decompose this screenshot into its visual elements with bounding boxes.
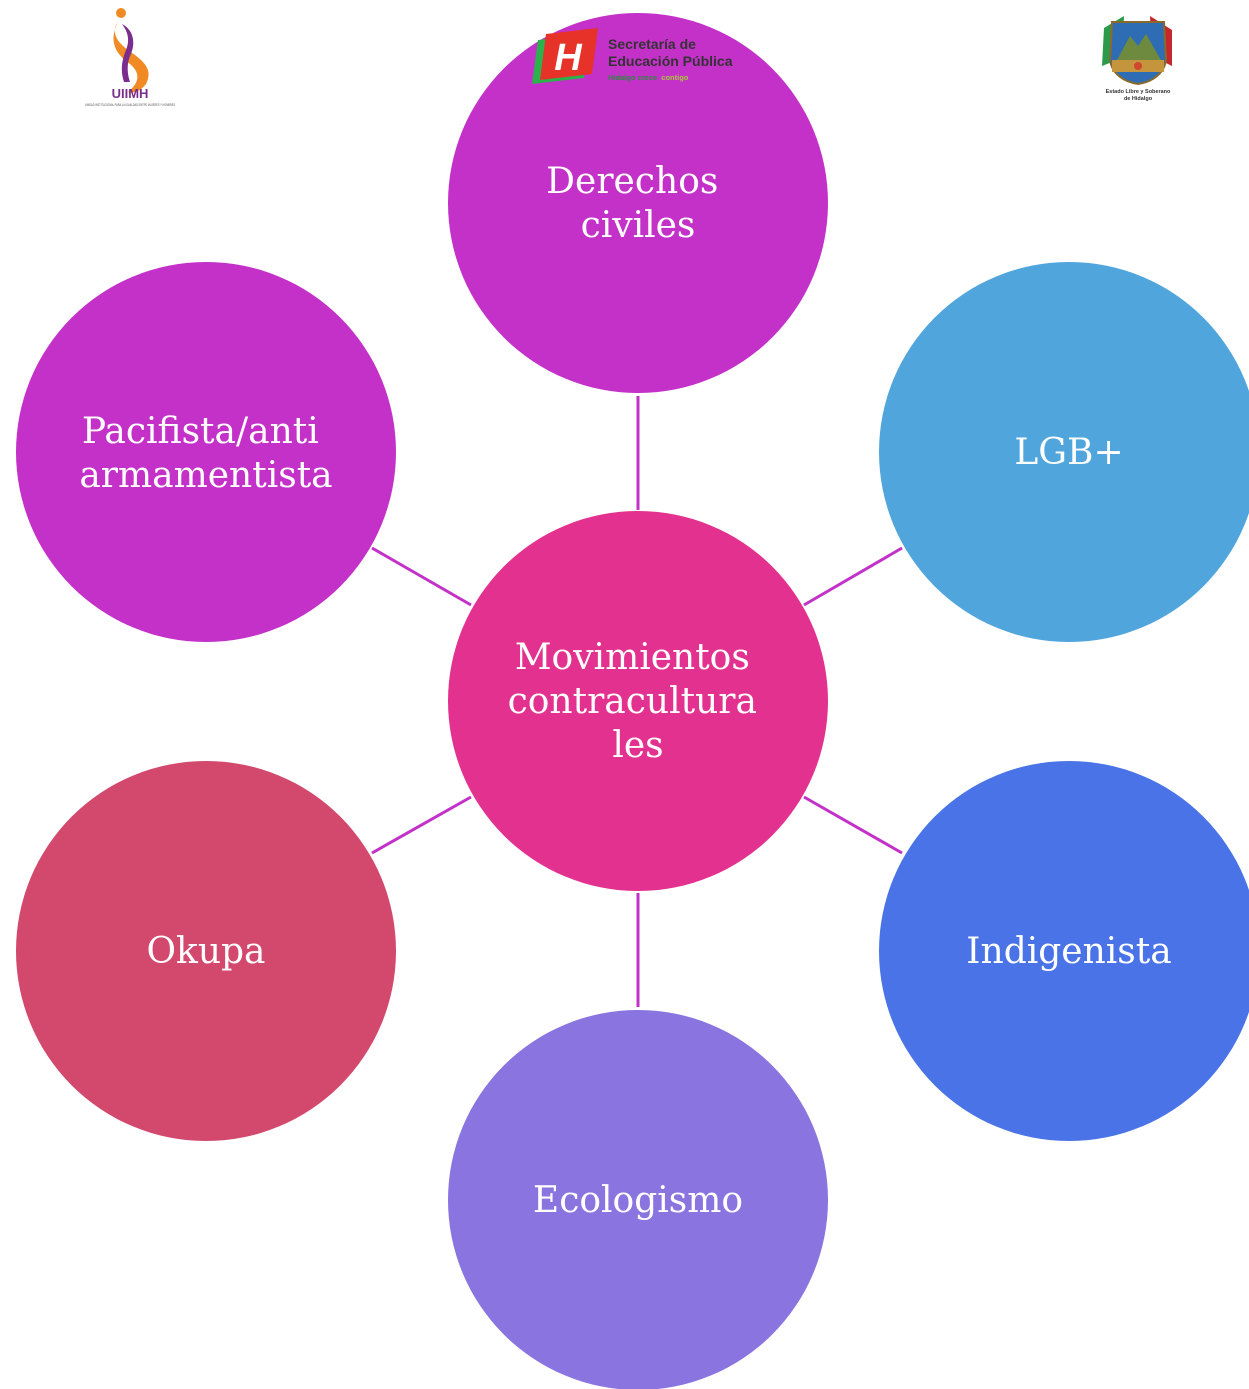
- center-label: Movimientos contracultura les: [508, 637, 769, 766]
- connector-lines: [371, 396, 903, 1007]
- node-circle: [16, 761, 396, 1141]
- coat-label-line1: Estado Libre y Soberano: [1106, 89, 1171, 95]
- logo-figure-purple: [121, 24, 134, 82]
- logo-tagline: UNIDAD INSTITUCIONAL PARA LA IGUALDAD EN…: [85, 103, 175, 107]
- node-okupa: Okupa: [16, 761, 396, 1141]
- logo-line1: Secretaría de: [608, 36, 696, 52]
- node-indigenista: Indigenista: [879, 761, 1249, 1141]
- hidalgo-coat-of-arms: Estado Libre y Soberano de Hidalgo: [1102, 16, 1172, 102]
- node-ecologismo: Ecologismo: [448, 1010, 828, 1389]
- node-label: Okupa: [146, 931, 265, 972]
- coat-emblem: [1134, 62, 1142, 70]
- node-label: LGB+: [1014, 432, 1123, 473]
- center-circle: [448, 511, 828, 891]
- connector-pacifista: [371, 546, 472, 607]
- node-label: Derechos civiles: [546, 161, 730, 246]
- logo-ribbon-orange: [113, 22, 149, 93]
- node-circle: [448, 13, 828, 393]
- node-circle: [16, 262, 396, 642]
- connector-okupa: [371, 795, 472, 855]
- logo-name: UIIMH: [112, 86, 149, 101]
- node-circle: [879, 761, 1249, 1141]
- connector-indigenista: [803, 795, 903, 855]
- coat-label-line2: de Hidalgo: [1124, 96, 1153, 102]
- node-pacifista: Pacifista/anti armamentista: [16, 262, 396, 642]
- logo-slogan: Hidalgo crece contigo: [608, 73, 689, 82]
- node-circle: [448, 1010, 828, 1389]
- node-label: Ecologismo: [533, 1180, 743, 1221]
- node-lgb: LGB+: [879, 262, 1249, 642]
- node-label: Pacifista/anti armamentista: [79, 411, 332, 496]
- coat-mountain: [1116, 34, 1162, 62]
- node-circle: [879, 262, 1249, 642]
- uiimh-logo: UIIMH UNIDAD INSTITUCIONAL PARA LA IGUAL…: [85, 8, 175, 107]
- center-node: Movimientos contracultura les: [448, 511, 828, 891]
- logo-mark-red: [540, 28, 598, 80]
- logo-line2: Educación Pública: [608, 53, 733, 69]
- node-derechos-civiles: Derechos civiles: [448, 13, 828, 393]
- logo-figure-head: [116, 8, 126, 18]
- node-label: Indigenista: [966, 931, 1171, 972]
- sep-logo: H Secretaría de Educación Pública Hidalg…: [532, 28, 733, 84]
- logo-letter: H: [554, 37, 583, 79]
- connector-lgb: [803, 546, 903, 607]
